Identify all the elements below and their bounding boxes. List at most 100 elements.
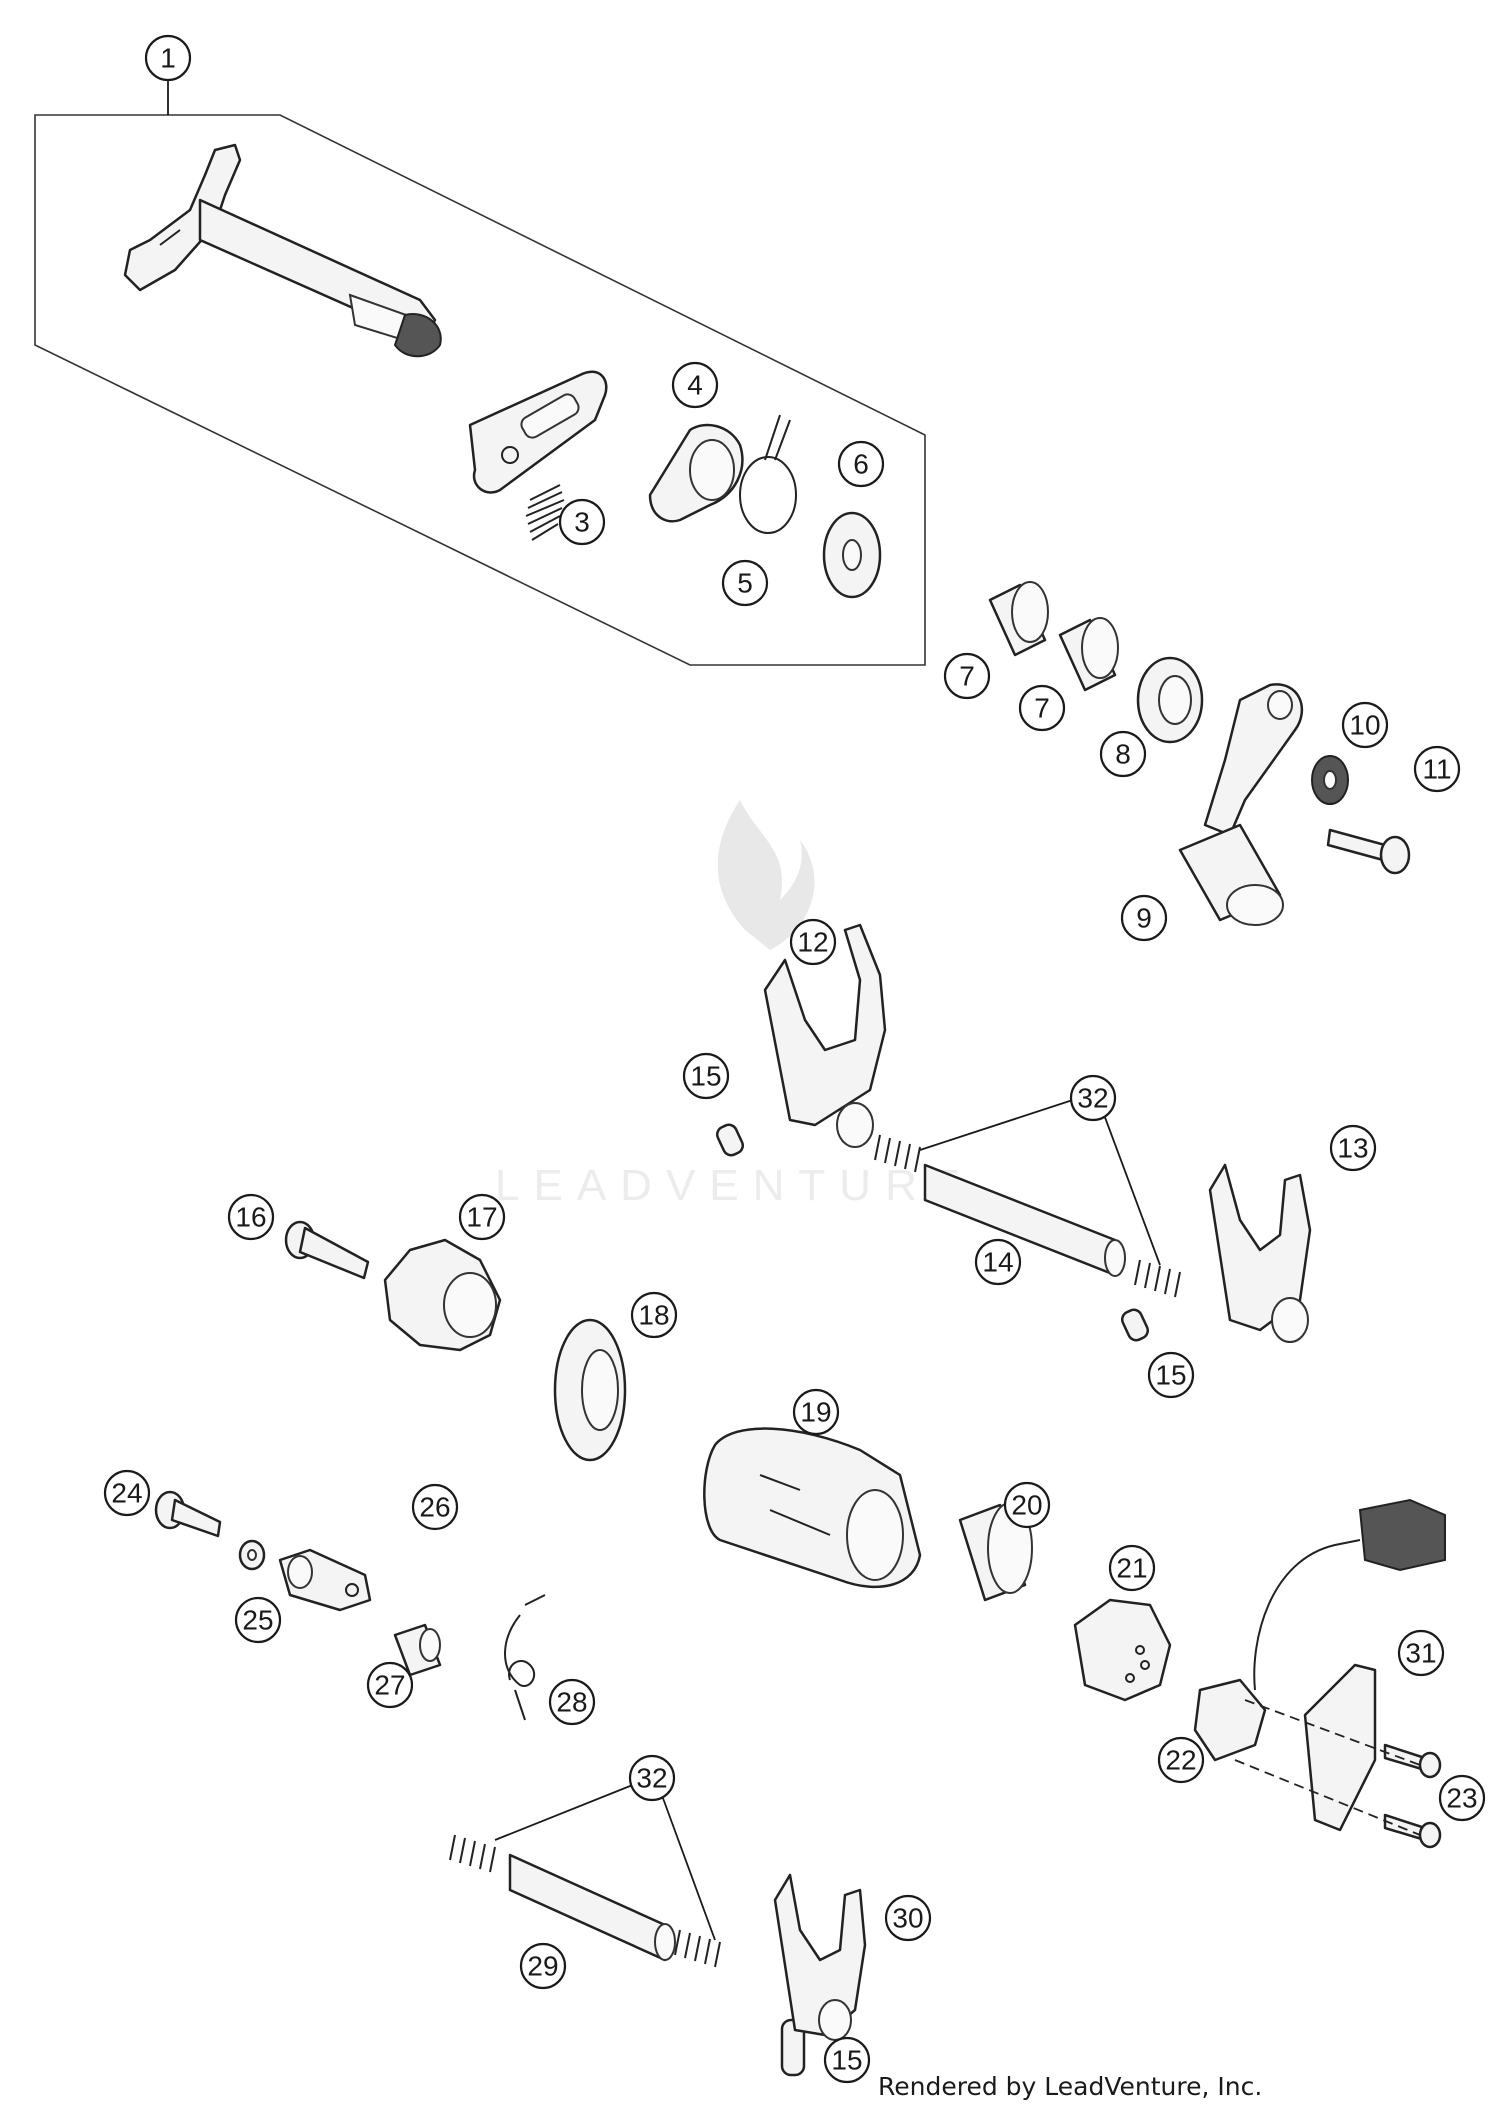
callout-27[interactable]: 27 <box>366 1661 414 1709</box>
shift-lever <box>1178 683 1304 926</box>
seal-part-18 <box>553 1318 627 1462</box>
callout-9[interactable]: 9 <box>1120 894 1168 942</box>
callout-17[interactable]: 17 <box>458 1193 506 1241</box>
watermark-text: LEADVENTURE <box>495 1161 974 1210</box>
svg-text:9: 9 <box>1136 903 1152 934</box>
callout-14[interactable]: 14 <box>974 1238 1022 1286</box>
bolt-part-16 <box>284 1220 370 1280</box>
svg-text:28: 28 <box>556 1687 587 1718</box>
svg-text:30: 30 <box>892 1903 923 1934</box>
svg-text:27: 27 <box>374 1670 405 1701</box>
svg-text:15: 15 <box>690 1061 721 1092</box>
svg-text:16: 16 <box>235 1202 266 1233</box>
callout-6[interactable]: 6 <box>837 440 885 488</box>
sleeve-part-4 <box>648 423 744 523</box>
callout-7a[interactable]: 7 <box>943 652 991 700</box>
spring-part-32d <box>674 1929 721 1968</box>
svg-text:5: 5 <box>737 568 753 599</box>
callout-1[interactable]: 1 <box>144 34 192 82</box>
callout-12[interactable]: 12 <box>789 918 837 966</box>
callout-15b[interactable]: 15 <box>1147 1351 1195 1399</box>
roller-part-27 <box>393 1623 442 1677</box>
shift-star-part-17 <box>383 1238 502 1352</box>
svg-text:24: 24 <box>111 1478 142 1509</box>
screw-part-23b <box>1383 1813 1442 1849</box>
shift-fork-part-13 <box>1208 1163 1312 1343</box>
callout-32-upper[interactable]: 32 <box>1069 1074 1117 1122</box>
screw-part-23a <box>1383 1743 1442 1779</box>
shift-drum-part-19 <box>703 1427 922 1589</box>
svg-text:3: 3 <box>574 507 590 538</box>
washer-part-6 <box>822 511 882 599</box>
callout-23[interactable]: 23 <box>1438 1774 1486 1822</box>
svg-text:11: 11 <box>1422 754 1451 785</box>
torsion-spring-part-28 <box>504 1594 546 1721</box>
svg-text:12: 12 <box>797 927 828 958</box>
callout-10[interactable]: 10 <box>1341 701 1389 749</box>
callout-7b[interactable]: 7 <box>1018 684 1066 732</box>
callout-15a[interactable]: 15 <box>682 1052 730 1100</box>
callout-8[interactable]: 8 <box>1099 730 1147 778</box>
washer-part-10 <box>1311 755 1349 805</box>
svg-text:13: 13 <box>1337 1133 1368 1164</box>
callout-3[interactable]: 3 <box>558 498 606 546</box>
sensor-rotor-part-21 <box>1073 1598 1172 1702</box>
leader-32a <box>919 1094 1089 1151</box>
shift-shaft <box>123 143 442 358</box>
callout-4[interactable]: 4 <box>671 361 719 409</box>
callout-28[interactable]: 28 <box>548 1678 596 1726</box>
svg-text:14: 14 <box>982 1247 1013 1278</box>
seal-part-8 <box>1136 656 1204 744</box>
callout-31[interactable]: 31 <box>1397 1629 1445 1677</box>
callout-15c[interactable]: 15 <box>823 2036 871 2084</box>
svg-text:6: 6 <box>853 449 869 480</box>
callout-19[interactable]: 19 <box>792 1388 840 1436</box>
svg-text:22: 22 <box>1165 1745 1196 1776</box>
svg-text:17: 17 <box>466 1202 497 1233</box>
svg-text:32: 32 <box>636 1763 667 1794</box>
svg-text:7: 7 <box>959 661 975 692</box>
assembly-frame <box>34 114 926 666</box>
spring-part-3 <box>525 484 565 541</box>
leader-32c <box>494 1781 641 1841</box>
callout-21[interactable]: 21 <box>1108 1544 1156 1592</box>
callout-26[interactable]: 26 <box>411 1483 459 1531</box>
bushing-part-7a <box>988 581 1049 657</box>
callout-32-lower[interactable]: 32 <box>628 1754 676 1802</box>
callout-11[interactable]: 11 <box>1413 745 1461 793</box>
callout-5[interactable]: 5 <box>721 559 769 607</box>
shift-fork-part-30 <box>773 1873 867 2041</box>
svg-text:4: 4 <box>687 370 703 401</box>
svg-text:32: 32 <box>1077 1083 1108 1114</box>
pin-part-15b <box>1120 1308 1150 1342</box>
svg-text:15: 15 <box>831 2045 862 2076</box>
spring-part-32c <box>449 1834 496 1873</box>
leader-32d <box>659 1789 716 1941</box>
clip-part-5 <box>739 414 797 534</box>
svg-text:7: 7 <box>1034 693 1050 724</box>
pin-part-15a <box>715 1123 745 1157</box>
callout-30[interactable]: 30 <box>884 1894 932 1942</box>
svg-text:1: 1 <box>160 43 176 74</box>
callout-22[interactable]: 22 <box>1157 1736 1205 1784</box>
bushing-part-7b <box>1058 617 1119 692</box>
svg-text:8: 8 <box>1115 739 1131 770</box>
fork-rod-part-29 <box>508 1853 676 1962</box>
callout-16[interactable]: 16 <box>227 1193 275 1241</box>
svg-text:15: 15 <box>1155 1360 1186 1391</box>
callout-20[interactable]: 20 <box>1003 1481 1051 1529</box>
callout-24[interactable]: 24 <box>103 1469 151 1517</box>
svg-text:19: 19 <box>800 1397 831 1428</box>
svg-text:25: 25 <box>242 1605 273 1636</box>
shift-fork-part-12 <box>763 923 887 1148</box>
fork-rod-part-14 <box>923 1163 1126 1277</box>
callout-18[interactable]: 18 <box>630 1291 678 1339</box>
svg-text:21: 21 <box>1116 1553 1147 1584</box>
svg-text:31: 31 <box>1405 1638 1436 1669</box>
bolt-part-11 <box>1326 828 1411 875</box>
callout-29[interactable]: 29 <box>519 1942 567 1990</box>
cover-plate-part-31 <box>1303 1663 1377 1832</box>
callout-25[interactable]: 25 <box>234 1596 282 1644</box>
callout-13[interactable]: 13 <box>1329 1124 1377 1172</box>
